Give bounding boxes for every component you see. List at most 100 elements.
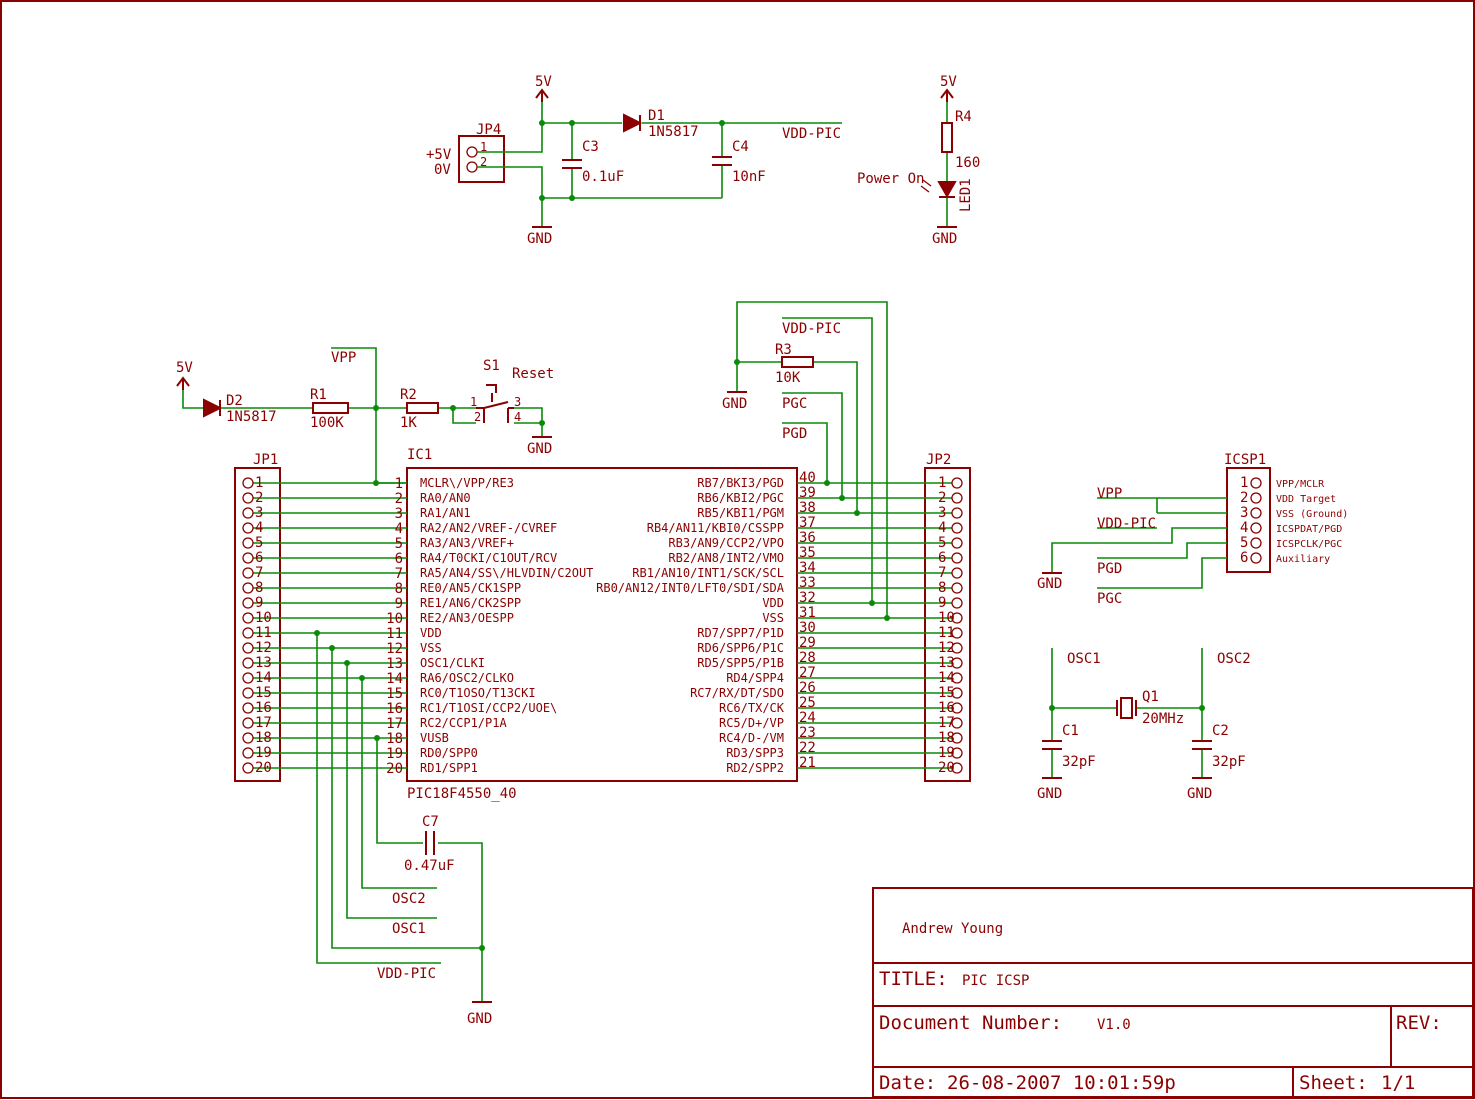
jp1-pin-num: 13	[255, 655, 272, 671]
r3-resistor	[781, 356, 814, 368]
title-value: PIC ICSP	[962, 973, 1029, 989]
ic1-left-pin-num: 4	[395, 521, 403, 537]
ic1-left-pin-num: 20	[386, 761, 403, 777]
icsp1-pin-label: VDD Target	[1276, 494, 1336, 505]
junction-dot	[869, 600, 875, 606]
supply-5v-arrow	[535, 88, 549, 102]
jp2-pin	[951, 762, 963, 774]
jp1-pin	[242, 507, 254, 519]
jp2-pin-num: 15	[938, 685, 955, 701]
vpp-net: VPP	[331, 350, 356, 366]
led-5v-label: 5V	[940, 74, 957, 90]
jp1-pin-num: 6	[255, 550, 263, 566]
jp1-pin-num: 8	[255, 580, 263, 596]
s1-pin3: 3	[514, 395, 521, 409]
vusb-osc2-net: OSC2	[392, 891, 426, 907]
q1-crystal	[1120, 697, 1133, 719]
jp1-pin-num: 14	[255, 670, 272, 686]
ic1-left-pin-num: 8	[395, 581, 403, 597]
ic1-right-pin-num: 29	[799, 635, 816, 651]
icsp1-pin	[1250, 552, 1262, 564]
ic1-left-pin-num: 5	[395, 536, 403, 552]
led-light-rays	[920, 179, 932, 193]
jp2-pin	[951, 657, 963, 669]
jp1-pin-num: 17	[255, 715, 272, 731]
r2-value: 1K	[400, 415, 417, 431]
icsp1-pin	[1250, 492, 1262, 504]
r4-value: 160	[955, 155, 980, 171]
ic1-left-pin-label: RA6/OSC2/CLKO	[420, 671, 514, 685]
ic1-right-pin-num: 32	[799, 590, 816, 606]
icsp1-pin-label: ICSPCLK/PGC	[1276, 539, 1342, 550]
q1-plates	[1116, 700, 1137, 716]
junction-dot	[884, 615, 890, 621]
s1-pin4: 4	[514, 410, 521, 424]
vusb-vdd-pic-net: VDD-PIC	[377, 966, 436, 982]
ic1-left-pin-num: 14	[386, 671, 403, 687]
ic1-right-pin-label: VDD	[762, 596, 784, 610]
ic1-left-pin-label: RD0/SPP0	[420, 746, 478, 760]
title-block-dividers	[873, 962, 1473, 1097]
jp2-pin	[951, 747, 963, 759]
jp2-pin-num: 13	[938, 655, 955, 671]
docnum-value: V1.0	[1097, 1017, 1131, 1033]
jp2-pin-num: 2	[938, 490, 946, 506]
s1-pin2: 2	[474, 410, 481, 424]
title-block-frame	[872, 887, 1474, 1098]
title-label: TITLE:	[879, 968, 948, 990]
gnd-label: GND	[527, 231, 552, 247]
ic1-right-pin-num: 36	[799, 530, 816, 546]
jp1-pin	[242, 582, 254, 594]
ic1-left-pin-label: VDD	[420, 626, 442, 640]
icsp1-pin	[1250, 477, 1262, 489]
jp4-pin1-num: 1	[480, 140, 487, 154]
d1-name: D1	[648, 108, 665, 124]
jp2-pin-num: 5	[938, 535, 946, 551]
jp1-pin-num: 9	[255, 595, 263, 611]
jp1-pin	[242, 552, 254, 564]
power-section: JP4 1 2 +5V 0V 5V GND D1 1N5817 C3 0.1uF…	[426, 74, 980, 247]
c1-capacitor	[1042, 740, 1062, 750]
ic1-left-pin-num: 15	[386, 686, 403, 702]
ic1-left-pin-label: RE2/AN3/OESPP	[420, 611, 514, 625]
ic1-left-pin-label: RD1/SPP1	[420, 761, 478, 775]
rev-label: REV:	[1396, 1012, 1442, 1034]
reset-5v-label: 5V	[176, 360, 193, 376]
ic1-right-pin-num: 31	[799, 605, 816, 621]
ic1-name: IC1	[407, 447, 432, 463]
icsp1-pin-label: Auxiliary	[1276, 554, 1330, 565]
jp2-pin	[951, 582, 963, 594]
led-5v-arrow	[940, 88, 954, 102]
ic1-right-pin-label: RD6/SPP6/P1C	[697, 641, 784, 655]
jp1-pin	[242, 642, 254, 654]
ic1-left-pin-num: 7	[395, 566, 403, 582]
jp1-pin-num: 4	[255, 520, 263, 536]
jp2-pin-num: 20	[938, 760, 955, 776]
jp4-pin2-num: 2	[480, 155, 487, 169]
ic1-left-pin-label: OSC1/CLKI	[420, 656, 485, 670]
jp2-pin-num: 12	[938, 640, 955, 656]
icsp1-pin-num: 6	[1240, 550, 1248, 566]
ic1-right-pin-num: 27	[799, 665, 816, 681]
jp1-pin	[242, 717, 254, 729]
jp1-pin	[242, 567, 254, 579]
sheet-label: Sheet:	[1299, 1072, 1368, 1094]
icsp1-pin	[1250, 537, 1262, 549]
c1-gnd-label: GND	[1037, 786, 1062, 802]
c7-name: C7	[422, 814, 439, 830]
ic1-right-pin-num: 37	[799, 515, 816, 531]
jp1-pin-num: 19	[255, 745, 272, 761]
jp1-pin	[242, 492, 254, 504]
ic1-left-pin-label: RA0/AN0	[420, 491, 471, 505]
jp4-pin-1	[466, 146, 478, 158]
jp2-pin	[951, 552, 963, 564]
ic1-left-pin-label: RE0/AN5/CK1SPP	[420, 581, 521, 595]
r2-resistor	[406, 402, 439, 414]
ic1-right-pin-label: RB7/BKI3/PGD	[697, 476, 784, 490]
jp1-pin-num: 2	[255, 490, 263, 506]
jp1-header	[234, 467, 281, 782]
ic1-left-pin-num: 16	[386, 701, 403, 717]
ic1-left-pin-num: 2	[395, 491, 403, 507]
